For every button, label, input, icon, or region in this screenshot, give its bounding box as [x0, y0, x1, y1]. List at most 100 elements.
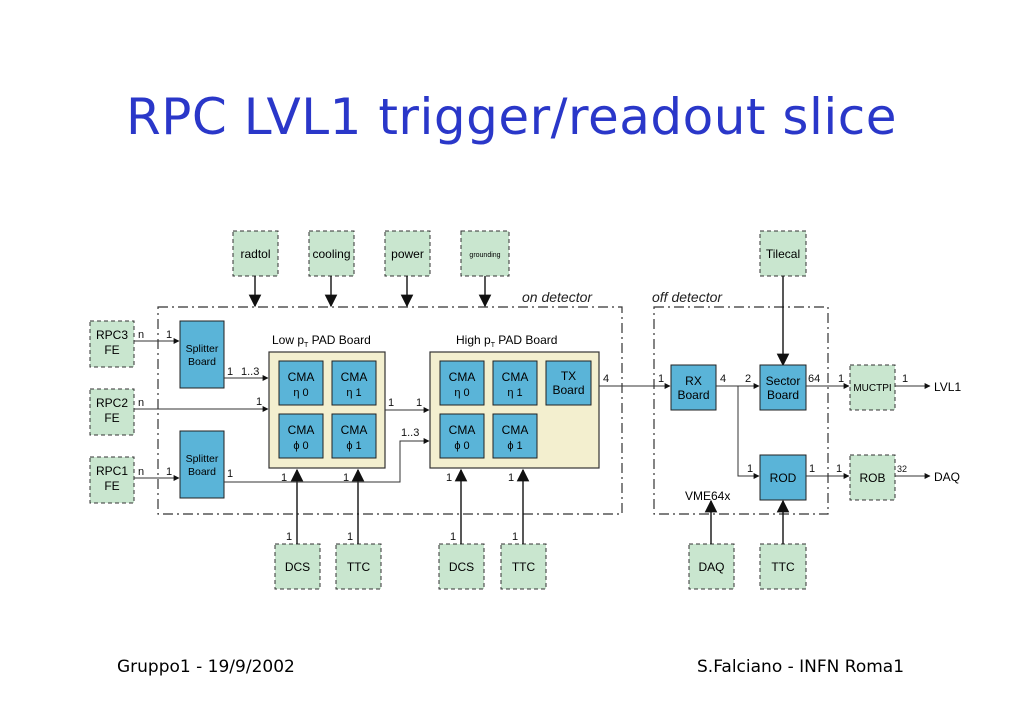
high-cma-phi1 — [492, 413, 538, 459]
mult-1-lowpad-out: 1 — [388, 397, 394, 409]
mult-n-rpc1: n — [138, 466, 144, 478]
ttc-box-high — [500, 543, 547, 590]
low-cma-eta1 — [331, 360, 377, 406]
mult-1-dcs-low: 1 — [286, 531, 292, 543]
rpc2-fe-box — [89, 388, 135, 436]
cooling-box — [308, 230, 355, 277]
mult-1-splitter-bot-out: 1 — [227, 468, 233, 480]
mult-1-splitter-bot-in: 1 — [166, 466, 172, 478]
high-cma-eta1 — [492, 360, 538, 406]
rod-box — [759, 454, 807, 501]
on-detector-label: on detector — [522, 289, 593, 305]
mult-1-muctpi-out: 1 — [902, 373, 908, 385]
mult-1-highpad-bot-b: 1 — [508, 472, 514, 484]
tilecal-box — [759, 230, 807, 277]
mult-32-rob-out: 32 — [897, 464, 907, 474]
dcs-high-label: DCS — [449, 560, 474, 574]
radtol-label: radtol — [240, 247, 270, 261]
low-cma-phi1 — [331, 413, 377, 459]
mult-1-lowpad-bot-b: 1 — [343, 472, 349, 484]
power-label: power — [391, 247, 424, 261]
splitter-board-bottom — [179, 430, 225, 499]
mult-1-splitter-top-in: 1 — [166, 329, 172, 341]
rx-board — [670, 364, 717, 411]
muctpi-label: MUCTPI — [853, 383, 891, 394]
dcs-low-label: DCS — [285, 560, 310, 574]
rob-box — [849, 454, 896, 501]
mult-4-rx-out: 4 — [720, 373, 726, 385]
daq-output-label: DAQ — [934, 470, 960, 484]
mult-n-rpc3: n — [138, 329, 144, 341]
mult-1-splitter-top-out: 1 — [227, 366, 233, 378]
mult-1-lowpad-bot-a: 1 — [281, 472, 287, 484]
mult-1-rx-in: 1 — [658, 373, 664, 385]
mult-range-highpad: 1..3 — [401, 427, 419, 439]
splitter-board-top — [179, 320, 225, 389]
low-cma-phi0 — [278, 413, 324, 459]
low-pad-label: Low pT PAD Board — [272, 333, 371, 349]
high-cma-eta0 — [439, 360, 485, 406]
lvl1-output-label: LVL1 — [934, 380, 961, 394]
ttc-high-label: TTC — [512, 560, 536, 574]
off-detector-frame — [653, 306, 829, 515]
muctpi-box — [849, 364, 896, 411]
low-cma-eta0 — [278, 360, 324, 406]
mult-1-rob-in: 1 — [836, 463, 842, 475]
link-rx-rod — [737, 386, 760, 479]
mult-4-tx: 4 — [603, 373, 609, 385]
sector-board — [759, 364, 807, 411]
high-cma-phi0 — [439, 413, 485, 459]
ttc-rod-label: TTC — [771, 560, 795, 574]
ttc-box-low — [335, 543, 382, 590]
on-detector-frame — [157, 306, 623, 515]
cooling-label: cooling — [312, 247, 350, 261]
mult-1-ttc-low: 1 — [347, 531, 353, 543]
mult-1-highpad-bot-a: 1 — [446, 472, 452, 484]
mult-n-rpc2: n — [138, 397, 144, 409]
tilecal-label: Tilecal — [766, 247, 800, 261]
mult-1-dcs-high: 1 — [450, 531, 456, 543]
radtol-box — [232, 230, 279, 277]
grounding-label: grounding — [469, 252, 500, 259]
link-splitter-bottom-highpad — [224, 438, 430, 483]
footer-left: Gruppo1 - 19/9/2002 — [117, 657, 295, 677]
mult-1-rod-in: 1 — [747, 463, 753, 475]
mult-1-highpad-in: 1 — [416, 397, 422, 409]
off-detector-label: off detector — [652, 289, 723, 305]
daq-label: DAQ — [698, 560, 724, 574]
high-pad-label: High pT PAD Board — [456, 333, 557, 349]
footer-right: S.Falciano - INFN Roma1 — [697, 657, 905, 677]
power-box — [384, 230, 431, 277]
ttc-low-label: TTC — [347, 560, 371, 574]
mult-1-ttc-high: 1 — [512, 531, 518, 543]
vme64x-label: VME64x — [685, 489, 730, 503]
slide-title: RPC LVL1 trigger/readout slice — [126, 88, 897, 146]
mult-range-splitter-top: 1..3 — [241, 366, 259, 378]
mult-1-rpc2-lowpad: 1 — [256, 396, 262, 408]
dcs-box-low — [274, 543, 321, 590]
tx-board — [545, 360, 592, 406]
rpc1-fe-box — [89, 456, 135, 504]
mult-2-sector-in: 2 — [745, 373, 751, 385]
rpc3-fe-box — [89, 320, 135, 368]
mult-1-rod-out: 1 — [809, 463, 815, 475]
mult-64-sector-out: 64 — [808, 373, 820, 385]
grounding-box — [460, 230, 510, 277]
